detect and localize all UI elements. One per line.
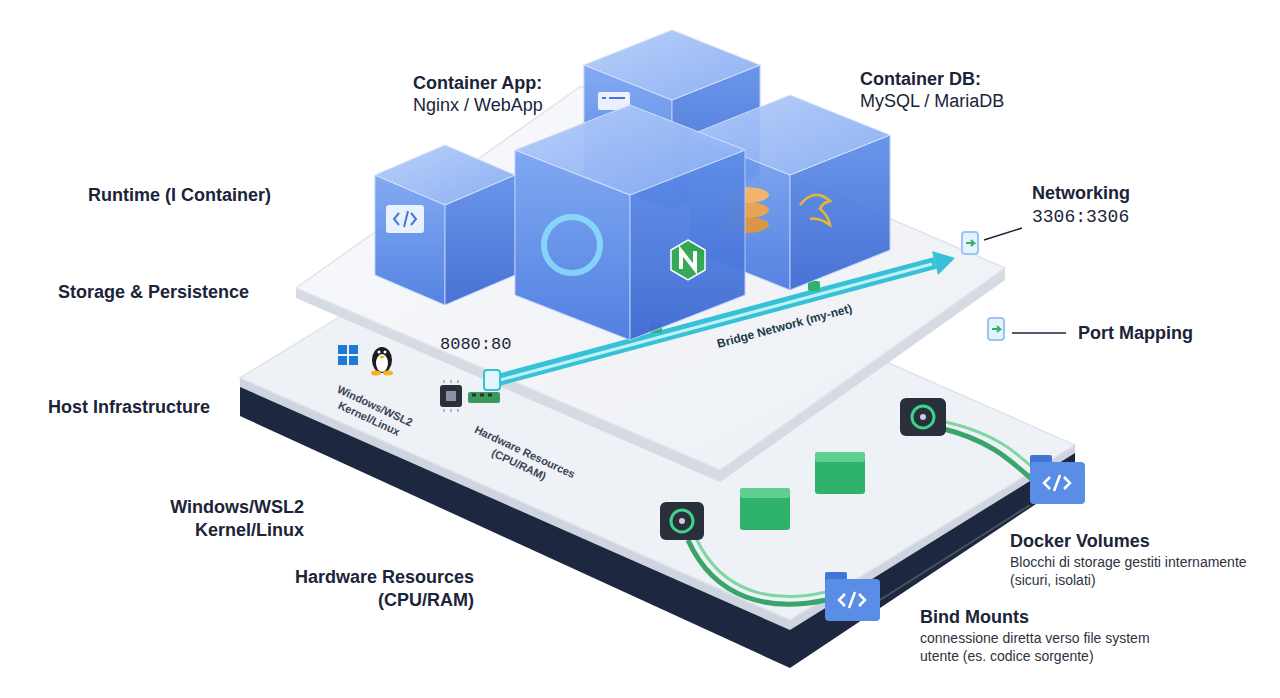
container-cube: [375, 145, 515, 205]
hardware-icons: [472, 394, 492, 397]
disk-drives: [900, 398, 946, 436]
nginx-container: [671, 240, 705, 280]
folder-icon: [839, 592, 865, 608]
port-icons: [988, 318, 1004, 340]
os-logos: [338, 356, 347, 365]
runtime-platform: [296, 86, 1005, 482]
bridge-network-arrow: [484, 370, 500, 390]
os-logos: [338, 345, 393, 376]
container-cube: [584, 30, 760, 100]
container-subtitle: Nginx / WebApp: [413, 94, 543, 117]
os-logos: [378, 351, 381, 354]
runtime-platform: [296, 86, 1005, 470]
nginx-container: [544, 217, 600, 273]
callout-title: Networking: [1032, 182, 1130, 205]
callout-title: Docker Volumes: [1010, 530, 1150, 553]
layer-label: Hardware Resources (CPU/RAM): [254, 566, 474, 612]
os-logos: [349, 356, 358, 365]
container-title: Container DB:: [860, 68, 981, 91]
folder-icon: [1044, 475, 1070, 491]
hardware-icons: [444, 380, 458, 412]
os-logos: [376, 354, 388, 372]
callout-body: connessione diretta verso file system ut…: [920, 629, 1180, 665]
disk-drives: [912, 406, 934, 428]
port-value: 8080:80: [440, 334, 511, 355]
os-logos: [379, 356, 385, 359]
layer-label: Runtime (I Container): [88, 184, 271, 207]
layer-label: Host Infrastructure: [48, 396, 210, 419]
storage-blocks: [740, 452, 865, 530]
container-title: Container App:: [413, 72, 542, 95]
port-icons: [962, 228, 1066, 340]
callout-title: Port Mapping: [1078, 322, 1193, 345]
port-icons: [1012, 332, 1066, 334]
os-logos: [372, 347, 392, 373]
folder-icon: [825, 579, 880, 621]
os-logos: [338, 345, 347, 354]
hardware-icons: [440, 385, 462, 407]
storage-cables: [946, 422, 1042, 476]
hardware-icons: [446, 391, 456, 401]
storage-blocks: [740, 488, 790, 498]
storage-cables: [696, 538, 826, 597]
os-logos: [371, 371, 381, 376]
port-icons: [984, 228, 1022, 240]
container-cube: [375, 145, 515, 305]
os-logos: [384, 351, 387, 354]
disk-drives: [671, 510, 693, 532]
storage-blocks: [815, 452, 865, 494]
disk-drives: [660, 502, 704, 540]
layer-label: Windows/WSL2 Kernel/Linux: [134, 496, 304, 542]
nginx-container: [515, 105, 745, 340]
nginx-container: [681, 251, 695, 269]
container-cube: [602, 97, 625, 99]
bridge-network-arrow: [932, 251, 955, 275]
disk-drives: [679, 518, 685, 524]
disk-drives: [920, 414, 926, 420]
container-subtitle: MySQL / MariaDB: [860, 90, 1004, 113]
nginx-container: [515, 105, 745, 195]
os-logos: [383, 371, 393, 376]
port-icons: [962, 232, 978, 254]
container-cube: [394, 211, 416, 227]
storage-blocks: [740, 488, 790, 530]
layer-label: Storage & Persistence: [58, 281, 249, 304]
port-value: 3306:3306: [1032, 206, 1129, 229]
container-cube: [386, 205, 424, 233]
database-container: [800, 195, 830, 225]
os-logos: [349, 345, 358, 354]
hardware-icons: [468, 392, 500, 403]
port-icons: [966, 240, 974, 246]
storage-cables: [880, 505, 1030, 600]
port-icons: [992, 326, 1000, 332]
folder-icon: [1030, 462, 1085, 504]
callout-title: Bind Mounts: [920, 606, 1029, 629]
storage-blocks: [815, 452, 865, 462]
callout-body: Blocchi di storage gestiti internamente …: [1010, 553, 1265, 589]
